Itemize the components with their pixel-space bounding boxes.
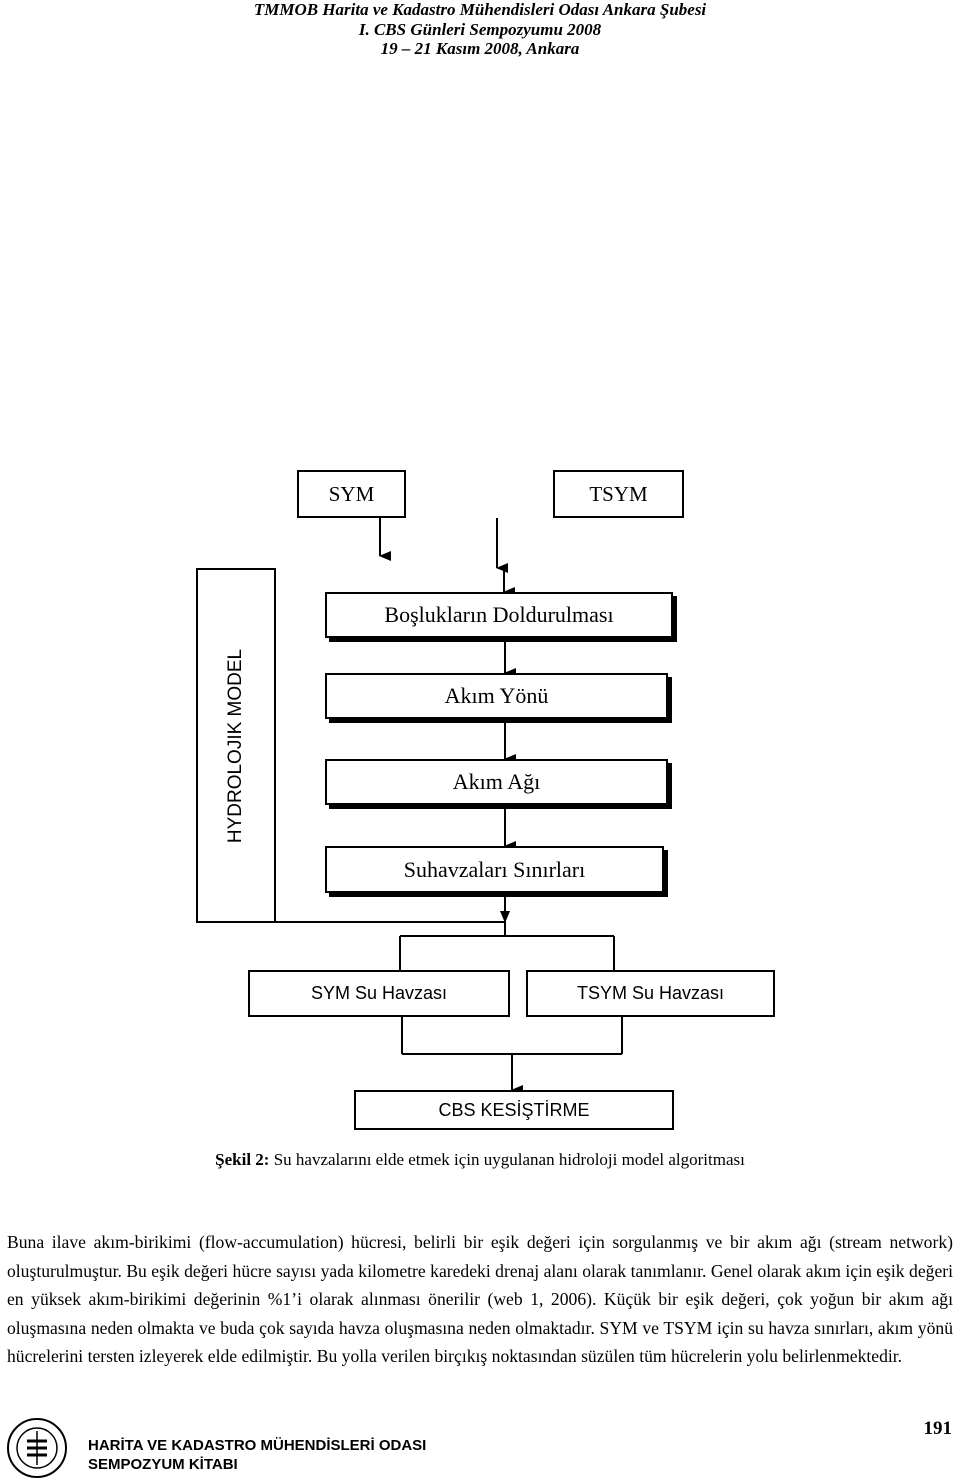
figure-caption-label: Şekil 2: [215,1150,270,1169]
tsym-input-label: TSYM [589,481,648,506]
flowchart-connectors [276,518,623,1095]
header-line-1: TMMOB Harita ve Kadastro Mühendisleri Od… [253,0,707,19]
header-line-3: 19 – 21 Kasım 2008, Ankara [380,39,580,58]
tsym-basin-label: TSYM Su Havzası [576,983,725,1003]
footer-organization: HARİTA VE KADASTRO MÜHENDİSLERİ ODASI SE… [88,1436,426,1474]
header-line-2: I. CBS Günleri Sempozyumu 2008 [358,20,602,39]
tsym-basin-box: TSYM Su Havzası [526,970,775,1017]
figure-caption-text: Su havzalarını elde etmek için uygulanan… [269,1150,745,1169]
flow-direction-label: Akım Yönü [444,683,549,708]
sym-input-box: SYM [297,470,406,518]
flow-network-label: Akım Ağı [452,769,541,794]
footer-org-line-1: HARİTA VE KADASTRO MÜHENDİSLERİ ODASI [88,1437,427,1454]
flow-network-box: Akım Ağı [325,759,668,805]
sym-input-label: SYM [328,481,375,506]
sym-basin-label: SYM Su Havzası [310,983,448,1003]
watershed-boundaries-box: Suhavzaları Sınırları [325,846,664,893]
hydrological-model-side-label: HYDROLOJIK MODEL [196,568,276,923]
chamber-logo-icon [7,1418,67,1478]
side-label-text: HYDROLOJIK MODEL [225,648,246,843]
tsym-input-box: TSYM [553,470,684,518]
flow-direction-box: Akım Yönü [325,673,668,719]
gis-intersect-label: CBS KESİŞTİRME [438,1099,590,1120]
figure-caption: Şekil 2: Su havzalarını elde etmek için … [0,1150,960,1170]
fill-sinks-label: Boşlukların Doldurulması [384,602,614,627]
footer-org-line-2: SEMPOZYUM KİTABI [88,1456,238,1473]
sym-basin-box: SYM Su Havzası [248,970,510,1017]
page-number: 191 [923,1418,953,1439]
gis-intersect-box: CBS KESİŞTİRME [354,1090,674,1130]
watershed-boundaries-label: Suhavzaları Sınırları [403,856,586,882]
body-paragraph: Buna ilave akım-birikimi (flow-accumulat… [7,1232,953,1366]
fill-sinks-box: Boşlukların Doldurulması [325,592,673,638]
